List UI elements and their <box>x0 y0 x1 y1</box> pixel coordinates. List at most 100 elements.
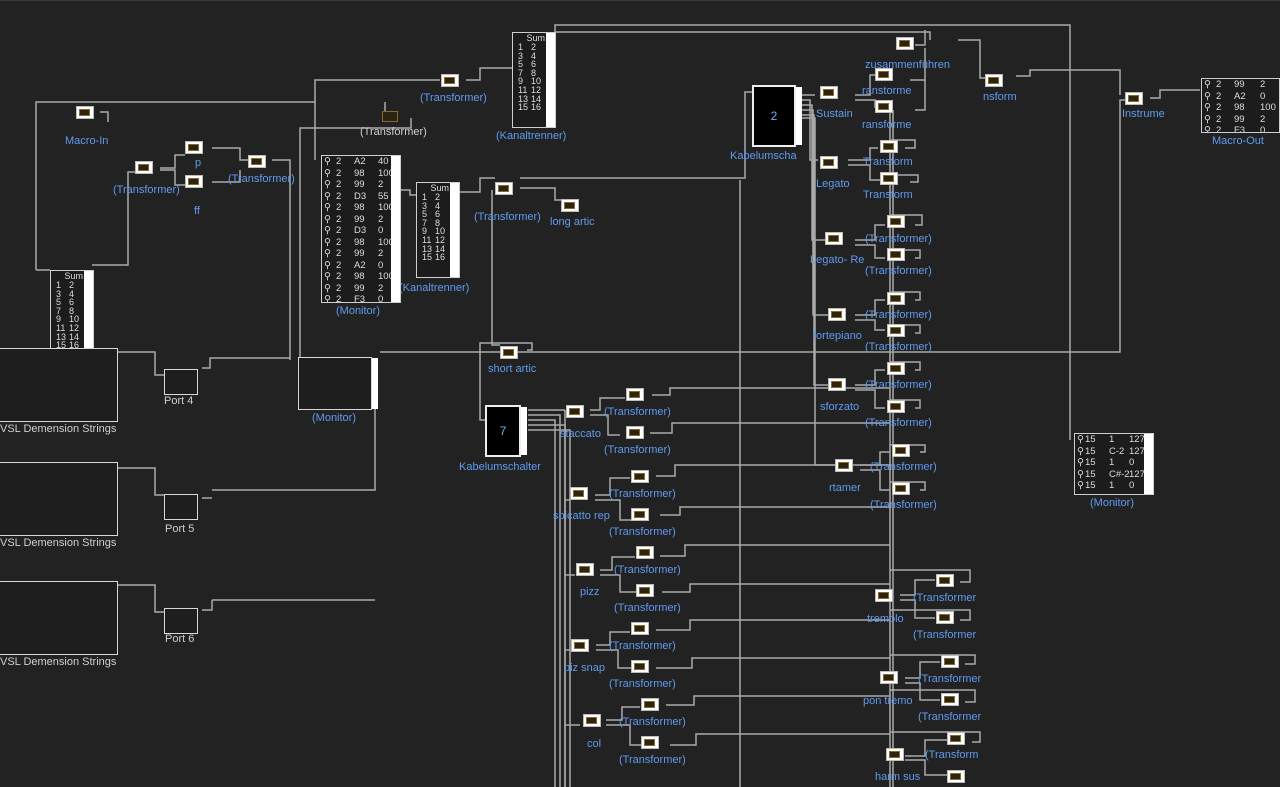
short-artic-object[interactable] <box>500 346 518 359</box>
transformer-label: (Transformer <box>913 592 977 604</box>
transformer-object[interactable] <box>947 770 965 783</box>
vsl-instrument-label: VSL Demension Strings <box>0 537 117 549</box>
long-artic-label: long artic <box>550 216 595 228</box>
ff-label: ff <box>194 205 200 217</box>
transformer-label: (Transformer <box>913 629 977 641</box>
staccato-object[interactable] <box>566 405 584 418</box>
sustain-object[interactable] <box>820 86 838 99</box>
macro-in-object[interactable] <box>76 106 94 119</box>
legato-object[interactable] <box>820 156 838 169</box>
transformer-object[interactable] <box>641 698 659 711</box>
zusammenfuehren-object[interactable] <box>896 37 914 50</box>
transformer-label: (Transformer <box>918 711 982 723</box>
transformer-label: (Transformer) <box>609 640 676 652</box>
transformer-object[interactable] <box>631 508 649 521</box>
transformer-object[interactable] <box>495 182 513 195</box>
output-port[interactable] <box>1144 434 1153 494</box>
vsl-instrument-object[interactable] <box>0 462 118 536</box>
transformer-object[interactable] <box>887 362 905 375</box>
transformer-object[interactable] <box>880 172 898 185</box>
output-ports[interactable] <box>521 407 527 455</box>
piz-snap-label: piz snap <box>564 662 605 674</box>
monitor-object[interactable] <box>298 357 378 410</box>
transformer-object[interactable] <box>887 400 905 413</box>
object-icon <box>878 71 889 78</box>
output-ports[interactable] <box>450 183 459 277</box>
transformer-object[interactable] <box>941 693 959 706</box>
long-artic-object[interactable] <box>561 199 579 212</box>
transformer-object[interactable] <box>636 584 654 597</box>
transformer-object[interactable] <box>936 574 954 587</box>
transformer-object[interactable] <box>636 546 654 559</box>
transformer-label: (Transformer) <box>619 716 686 728</box>
output-port[interactable] <box>372 358 378 409</box>
p-object[interactable] <box>185 141 203 154</box>
cable-switcher-2[interactable]: 2 <box>752 85 802 147</box>
harm-sus-object[interactable] <box>886 748 904 761</box>
transformer-label: (Transformer) <box>865 341 932 353</box>
output-port[interactable] <box>391 156 400 302</box>
sforzato-object[interactable] <box>828 378 846 391</box>
transformer-object[interactable] <box>248 155 266 168</box>
port-4-object[interactable] <box>164 369 198 395</box>
transformer-object[interactable] <box>941 655 959 668</box>
transformer-object[interactable] <box>892 482 910 495</box>
object-icon <box>644 739 655 746</box>
output-ports[interactable] <box>84 271 93 365</box>
transformer-object[interactable] <box>626 426 644 439</box>
piz-snap-object[interactable] <box>571 639 589 652</box>
transformer-object[interactable] <box>892 444 910 457</box>
transformer-object[interactable] <box>631 470 649 483</box>
object-icon <box>883 143 894 150</box>
transformer-object[interactable] <box>887 292 905 305</box>
col-object[interactable] <box>583 714 601 727</box>
transformer-object[interactable] <box>441 74 459 87</box>
transformer-object[interactable] <box>875 68 893 81</box>
fortepiano-label: fortepiano <box>813 330 862 342</box>
output-ports[interactable] <box>796 87 802 145</box>
transformer-object[interactable] <box>985 74 1003 87</box>
spicatto-rep-object[interactable] <box>570 487 588 500</box>
transformer-object[interactable] <box>641 736 659 749</box>
transformer-object[interactable] <box>626 388 644 401</box>
object-icon <box>899 40 910 47</box>
transformer-object[interactable] <box>947 732 965 745</box>
transformer-object[interactable] <box>887 248 905 261</box>
transformer-object[interactable] <box>135 161 153 174</box>
port-5-object[interactable] <box>164 494 198 520</box>
object-icon <box>188 144 199 151</box>
transformer-object[interactable] <box>936 611 954 624</box>
port-6-object[interactable] <box>164 608 198 634</box>
port-6-label: Port 6 <box>165 633 195 645</box>
transformer-object[interactable] <box>631 622 649 635</box>
output-ports[interactable] <box>546 33 555 127</box>
cable-switcher-7[interactable]: 7 <box>485 405 527 457</box>
kanaltrenner-label: (Kanaltrenner) <box>496 130 567 142</box>
transformer-object[interactable] <box>880 140 898 153</box>
legato-re-object[interactable] <box>825 232 843 245</box>
vsl-instrument-object[interactable] <box>0 581 118 655</box>
transformer-object[interactable] <box>887 324 905 337</box>
fortepiano-object[interactable] <box>828 308 846 321</box>
ff-object[interactable] <box>185 175 203 188</box>
object-icon <box>634 625 645 632</box>
transformer-object[interactable] <box>875 100 893 113</box>
vsl-instrument-object[interactable] <box>0 348 118 422</box>
transformer-small-icon[interactable] <box>382 111 398 122</box>
pizz-object[interactable] <box>576 563 594 576</box>
instrument-object[interactable] <box>1125 92 1143 105</box>
transformer-object[interactable] <box>887 215 905 228</box>
portamento-label: rtamer <box>829 482 861 494</box>
tremolo-object[interactable] <box>875 589 893 602</box>
transformer-object[interactable] <box>631 660 649 673</box>
p-label: p <box>195 157 202 169</box>
portamento-object[interactable] <box>835 459 853 472</box>
transformer-label: (Transformer) <box>865 417 932 429</box>
pon-tremo-object[interactable] <box>880 671 898 684</box>
